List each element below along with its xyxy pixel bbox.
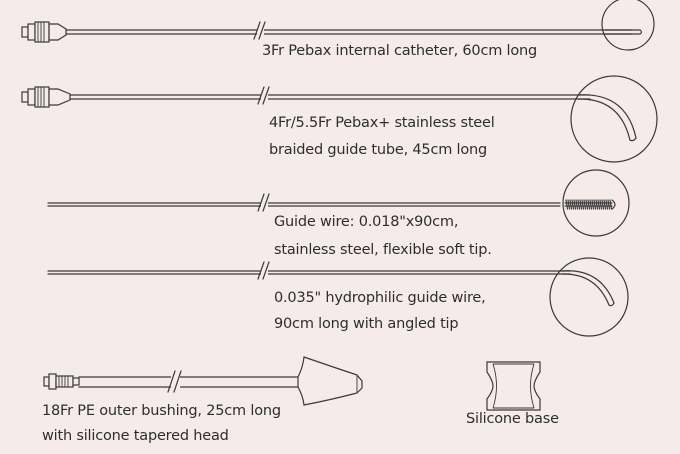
coil-turn: [571, 199, 575, 210]
silicone-base-label-line-1: Silicone base: [466, 411, 559, 427]
luer-hub: [21, 86, 71, 108]
braided-guide-tube-label-line-2: braided guide tube, 45cm long: [269, 142, 488, 158]
coil-turn: [567, 199, 571, 210]
braided-guide-tube-label: 4Fr/5.5Fr Pebax+ stainless steel braided…: [269, 110, 495, 164]
break-mark: [253, 21, 266, 40]
hydrophilic-guide-wire-label-line-2: 90cm long with angled tip: [274, 316, 459, 332]
coil-turn: [573, 199, 577, 210]
tip-magnifier: [562, 169, 630, 237]
coil-turn: [599, 199, 603, 210]
braided-guide-tube-label-line-1: 4Fr/5.5Fr Pebax+ stainless steel: [269, 115, 495, 131]
break-mark: [257, 86, 270, 105]
hydrophilic-guide-wire-label-line-1: 0.035" hydrophilic guide wire,: [274, 290, 486, 306]
coil-turn: [577, 199, 581, 210]
coil-turn: [565, 199, 569, 210]
outer-bushing: [43, 356, 363, 406]
break-mark: [167, 370, 182, 393]
internal-catheter-label: 3Fr Pebax internal catheter, 60cm long: [262, 42, 537, 60]
coil-turn: [579, 199, 583, 210]
coil-turn: [601, 199, 605, 210]
guide-wire-018-label: Guide wire: 0.018"x90cm, stainless steel…: [274, 208, 492, 264]
outer-bushing-label-line-1: 18Fr PE outer bushing, 25cm long: [42, 403, 281, 419]
coil-turn: [597, 199, 601, 210]
tip-magnifier: [570, 75, 658, 163]
internal-catheter: [21, 0, 655, 51]
outer-bushing-label: 18Fr PE outer bushing, 25cm long with si…: [42, 399, 281, 449]
coil-turn: [589, 199, 593, 210]
coil-turn: [603, 199, 607, 210]
guide-wire-018-label-line-1: Guide wire: 0.018"x90cm,: [274, 214, 459, 230]
coil-turn: [593, 199, 597, 210]
coil-turn: [581, 199, 585, 210]
tip-magnifier: [549, 257, 629, 337]
outer-bushing-label-line-2: with silicone tapered head: [42, 428, 229, 444]
silicone-base: [486, 361, 541, 411]
coil-turn: [569, 199, 573, 210]
coil-turn: [605, 199, 609, 210]
hydrophilic-guide-wire-label: 0.035" hydrophilic guide wire, 90cm long…: [274, 285, 486, 337]
internal-catheter-label-line-1: 3Fr Pebax internal catheter, 60cm long: [262, 43, 538, 59]
braided-guide-tube: [21, 75, 658, 163]
coil-turn: [583, 199, 587, 210]
luer-connector: [43, 373, 80, 390]
break-mark: [257, 193, 270, 212]
tip-magnifier: [601, 0, 655, 51]
coil-turn: [595, 199, 599, 210]
coil-turn: [591, 199, 595, 210]
coil-turn: [587, 199, 591, 210]
coil-turn: [609, 199, 613, 210]
guide-wire-018: [47, 169, 630, 237]
guide-wire-018-label-line-2: stainless steel, flexible soft tip.: [274, 242, 492, 258]
coil-turn: [585, 199, 589, 210]
tapered-head: [297, 356, 363, 406]
luer-hub: [21, 21, 67, 43]
hydrophilic-guide-wire: [47, 257, 629, 337]
coil-turn: [575, 199, 579, 210]
break-mark: [257, 261, 270, 280]
silicone-base-label: Silicone base: [466, 410, 559, 428]
coil-turn: [607, 199, 611, 210]
